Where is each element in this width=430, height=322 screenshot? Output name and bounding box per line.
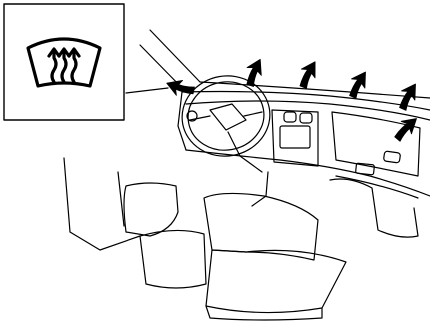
airflow-arrow-icon <box>165 77 196 98</box>
steering-spoke-left <box>190 116 210 120</box>
airflow-arrow-icon <box>242 56 266 88</box>
driver-seat-cushion <box>140 230 206 288</box>
rear-seat <box>330 179 418 237</box>
center-vent-left <box>284 112 296 122</box>
floor-edge <box>70 232 140 250</box>
dashboard <box>178 92 430 199</box>
airflow-arrow-icon <box>345 68 371 100</box>
center-display <box>280 126 310 148</box>
steering-spoke-right <box>244 112 262 116</box>
passenger-seat-cushion <box>206 250 346 313</box>
inset-frame <box>4 4 124 120</box>
leader-line <box>126 88 168 93</box>
floor-line-left <box>64 158 70 232</box>
dash-lower-edge <box>186 150 430 196</box>
windshield-base <box>200 82 430 98</box>
steering-hub <box>210 104 246 130</box>
defrost-mode-inset <box>4 4 124 120</box>
defrost-airflow-arrows <box>165 56 421 144</box>
floor-line-right <box>252 172 268 206</box>
a-pillar <box>150 30 200 82</box>
airflow-arrow-icon <box>295 58 320 90</box>
floor-line-mid <box>118 172 124 226</box>
center-vent-right <box>300 113 312 123</box>
center-stack <box>272 110 318 166</box>
driver-seat-back <box>124 183 178 236</box>
windshield-defrost-icon <box>28 39 100 86</box>
passenger-vent <box>383 151 400 163</box>
